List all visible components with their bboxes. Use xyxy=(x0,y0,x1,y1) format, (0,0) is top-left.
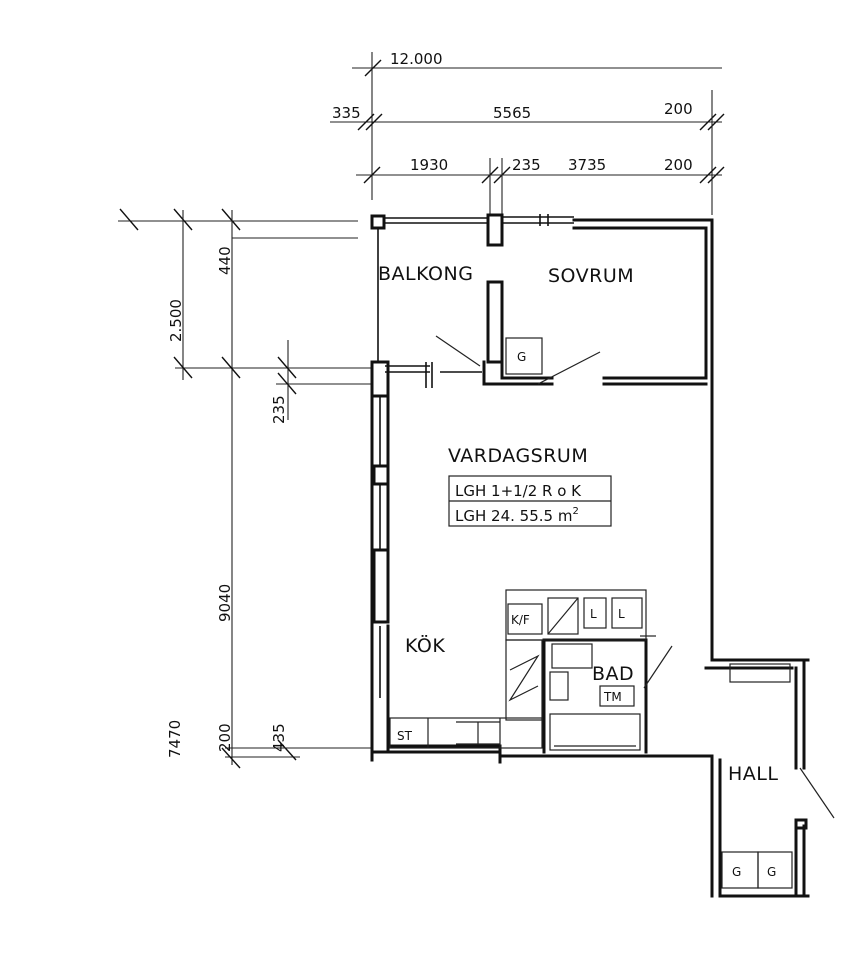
fixture-st: ST xyxy=(397,729,413,743)
info-box: LGH 1+1/2 R o K LGH 24. 55.5 m2 xyxy=(448,475,612,527)
dim-left-200: 200 xyxy=(216,723,234,752)
fixture-g-hall-2: G xyxy=(767,865,776,879)
dim-row3-b: 235 xyxy=(512,156,541,174)
info-line-1: LGH 1+1/2 R o K xyxy=(455,482,582,500)
dim-top-left: 335 xyxy=(332,104,361,122)
left-dimensions: 440 2.500 235 9040 7470 200 435 xyxy=(118,208,372,769)
room-labels: BALKONG SOVRUM VARDAGSRUM KÖK BAD HALL xyxy=(378,263,778,785)
dim-top-right: 200 xyxy=(664,100,693,118)
room-vardagsrum: VARDAGSRUM xyxy=(448,445,588,467)
fixture-g-sovrum: G xyxy=(517,350,526,364)
dim-row3-d: 200 xyxy=(664,156,693,174)
room-balkong: BALKONG xyxy=(378,263,473,285)
fixture-kf: K/F xyxy=(511,613,530,627)
room-hall: HALL xyxy=(728,763,778,785)
dim-left-2500: 2.500 xyxy=(167,299,185,342)
dim-row3-a: 1930 xyxy=(410,156,448,174)
fixtures: G K/F L L ST TM G G xyxy=(389,337,793,889)
fixture-tm: TM xyxy=(603,690,622,704)
fixture-l1: L xyxy=(590,607,597,621)
info-line-2: LGH 24. 55.5 m2 xyxy=(455,506,579,525)
dim-left-235: 235 xyxy=(270,395,288,424)
dim-left-9040: 9040 xyxy=(216,584,234,622)
fixture-l2: L xyxy=(618,607,625,621)
dim-left-440: 440 xyxy=(216,246,234,275)
room-sovrum: SOVRUM xyxy=(548,265,634,287)
fixture-g-hall-1: G xyxy=(732,865,741,879)
dim-row3-c: 3735 xyxy=(568,156,606,174)
dim-top-total: 12.000 xyxy=(390,50,443,68)
room-kok: KÖK xyxy=(405,634,445,657)
room-bad: BAD xyxy=(592,663,634,685)
walls xyxy=(370,213,835,898)
dim-left-7470: 7470 xyxy=(166,720,184,758)
dim-top-mid: 5565 xyxy=(493,104,531,122)
info-superscript: 2 xyxy=(572,506,578,517)
dim-left-435: 435 xyxy=(270,723,288,752)
top-dimensions: 12.000 335 5565 200 1930 235 3735 200 xyxy=(330,50,725,215)
